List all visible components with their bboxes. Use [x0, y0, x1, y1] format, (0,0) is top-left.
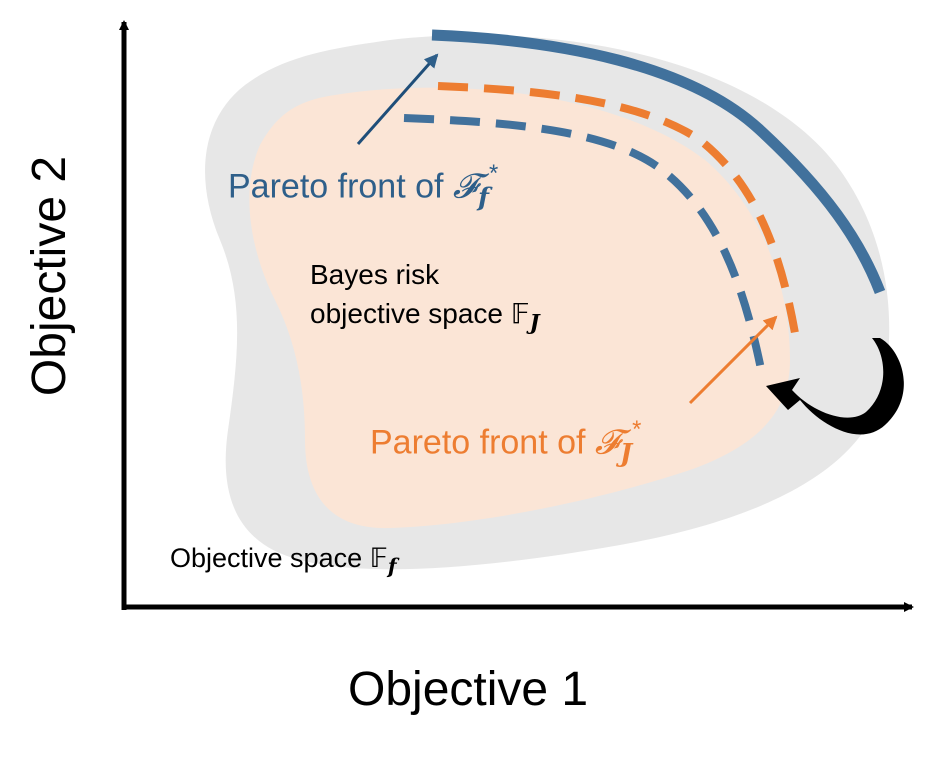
bayes-risk-line2: objective space 𝔽J: [310, 294, 540, 337]
blue-label-arrow: [356, 53, 439, 145]
objective-space-subscript: f: [387, 554, 397, 579]
orange-label-arrow: [688, 315, 778, 405]
curved-black-arrow: [766, 338, 904, 435]
objective-space-label: Objective space 𝔽f: [170, 543, 397, 579]
bayes-risk-label: Bayes risk objective space 𝔽J: [310, 255, 540, 337]
pareto-front-j-symbol: 𝓕: [594, 422, 621, 463]
pareto-front-j-label: Pareto front of 𝓕J*: [370, 418, 641, 467]
bayes-risk-line2-text: objective space: [310, 298, 504, 330]
bayes-risk-line1: Bayes risk: [310, 259, 440, 290]
x-axis-label: Objective 1: [348, 663, 589, 716]
pareto-front-f-subscript: f: [478, 182, 489, 213]
pareto-front-f-symbol: 𝓕: [452, 166, 479, 207]
bayes-risk-region: [249, 87, 791, 529]
pareto-front-f-curve: [431, 29, 886, 294]
pareto-front-f-text: Pareto front of: [228, 167, 444, 206]
bayes-risk-symbol: 𝔽: [510, 297, 530, 331]
objective-space-text: Objective space: [170, 543, 363, 573]
bayes-risk-subscript: J: [529, 309, 540, 335]
pareto-front-j-subscript: J: [620, 438, 633, 469]
pareto-front-j-superscript: *: [632, 416, 642, 443]
y-axis-label: Objective 2: [23, 155, 76, 397]
pareto-front-f-label: Pareto front of 𝓕f*: [228, 162, 498, 211]
pareto-front-f-superscript: *: [489, 160, 499, 187]
objective-space-symbol: 𝔽: [369, 543, 388, 574]
pareto-front-inner-blue-curve: [403, 114, 766, 375]
pareto-front-j-text: Pareto front of: [370, 423, 586, 462]
